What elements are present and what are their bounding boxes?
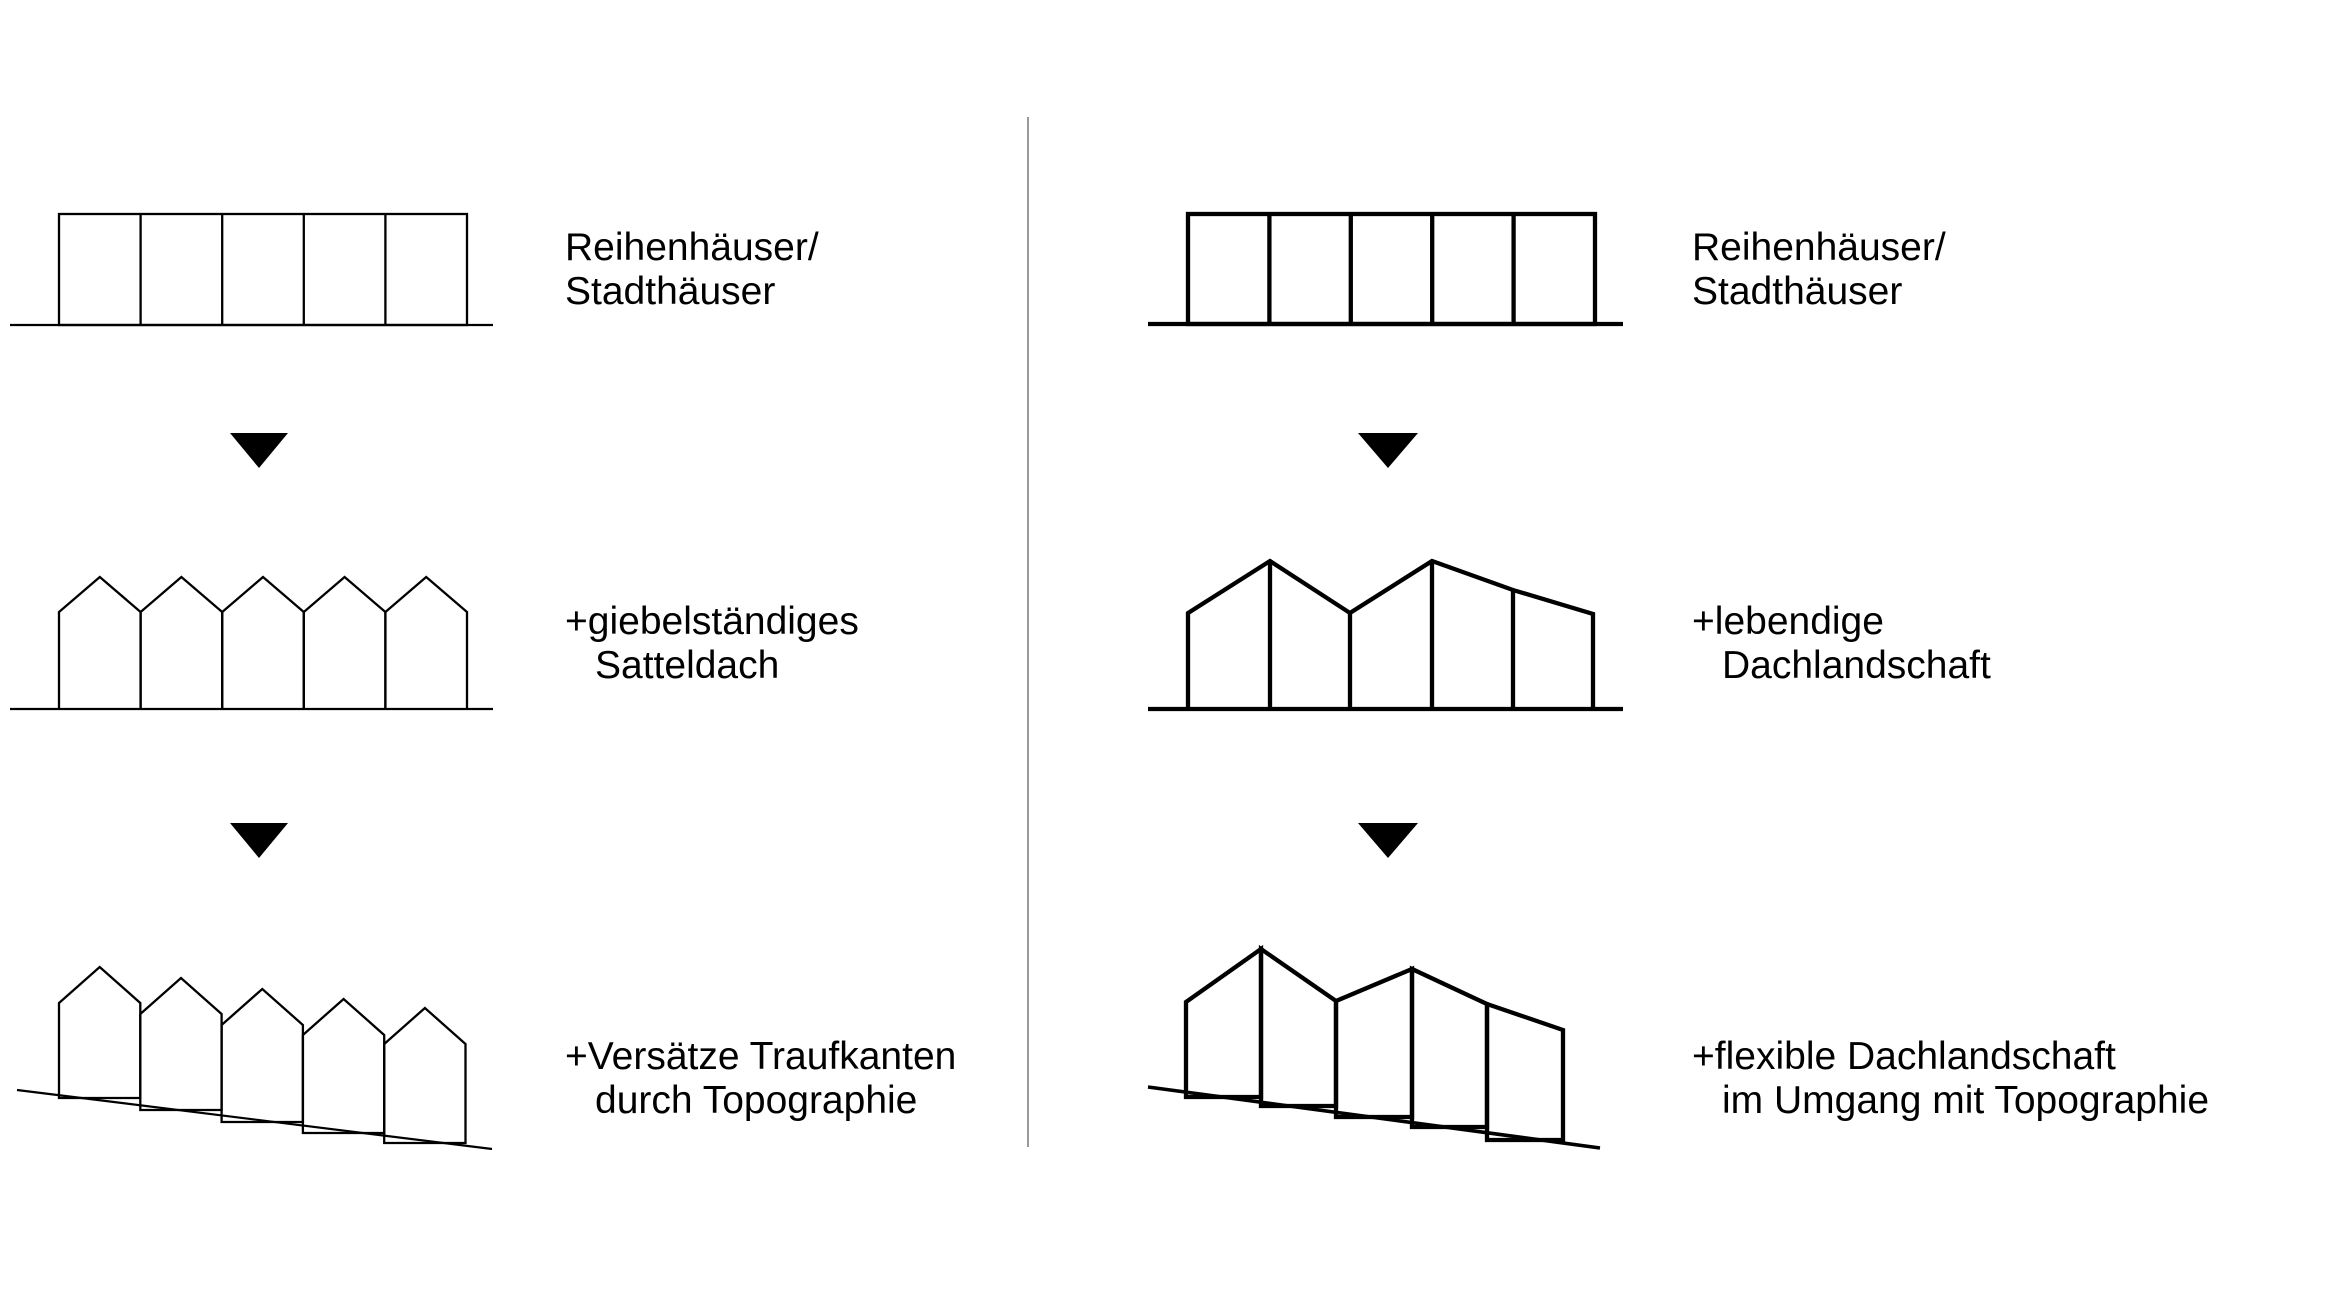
right-zigzag-roofline-on-slope-drawing [1147, 944, 1601, 1150]
down-arrow-icon [230, 823, 288, 858]
left-stage3-caption: +Versätze Traufkanten durch Topographie [565, 1035, 956, 1123]
caption-line: Dachlandschaft [1722, 644, 1991, 687]
caption-line: +flexible Dachlandschaft [1692, 1035, 2116, 1078]
down-arrow-icon [1358, 433, 1418, 468]
caption-line: durch Topographie [595, 1079, 918, 1122]
left-gabled-houses-on-slope-drawing [16, 965, 493, 1151]
right-flat-row-houses-drawing [1148, 211, 1623, 327]
caption-line: Reihenhäuser/ [1692, 226, 1946, 269]
left-stage2-caption: +giebelständiges Satteldach [565, 600, 859, 688]
caption-line: Reihenhäuser/ [565, 226, 819, 269]
caption-line: Satteldach [595, 644, 780, 687]
column-divider [1027, 117, 1029, 1147]
caption-line: Stadthäuser [565, 270, 776, 313]
right-stage1-caption: Reihenhäuser/ Stadthäuser [1692, 226, 1946, 314]
right-zigzag-roofline-drawing [1148, 558, 1623, 712]
caption-line: Stadthäuser [1692, 270, 1903, 313]
left-flat-row-houses-drawing [10, 212, 493, 327]
left-stage1-caption: Reihenhäuser/ Stadthäuser [565, 226, 819, 314]
caption-line: +lebendige [1692, 600, 1884, 643]
down-arrow-icon [230, 433, 288, 468]
caption-line: im Umgang mit Topographie [1722, 1079, 2210, 1122]
right-stage2-caption: +lebendige Dachlandschaft [1692, 600, 1991, 688]
left-gabled-row-houses-drawing [10, 575, 493, 711]
caption-line: +Versätze Traufkanten [565, 1035, 957, 1078]
down-arrow-icon [1358, 823, 1418, 858]
right-stage3-caption: +flexible Dachlandschaft im Umgang mit T… [1692, 1035, 2209, 1123]
caption-line: +giebelständiges [565, 600, 859, 643]
